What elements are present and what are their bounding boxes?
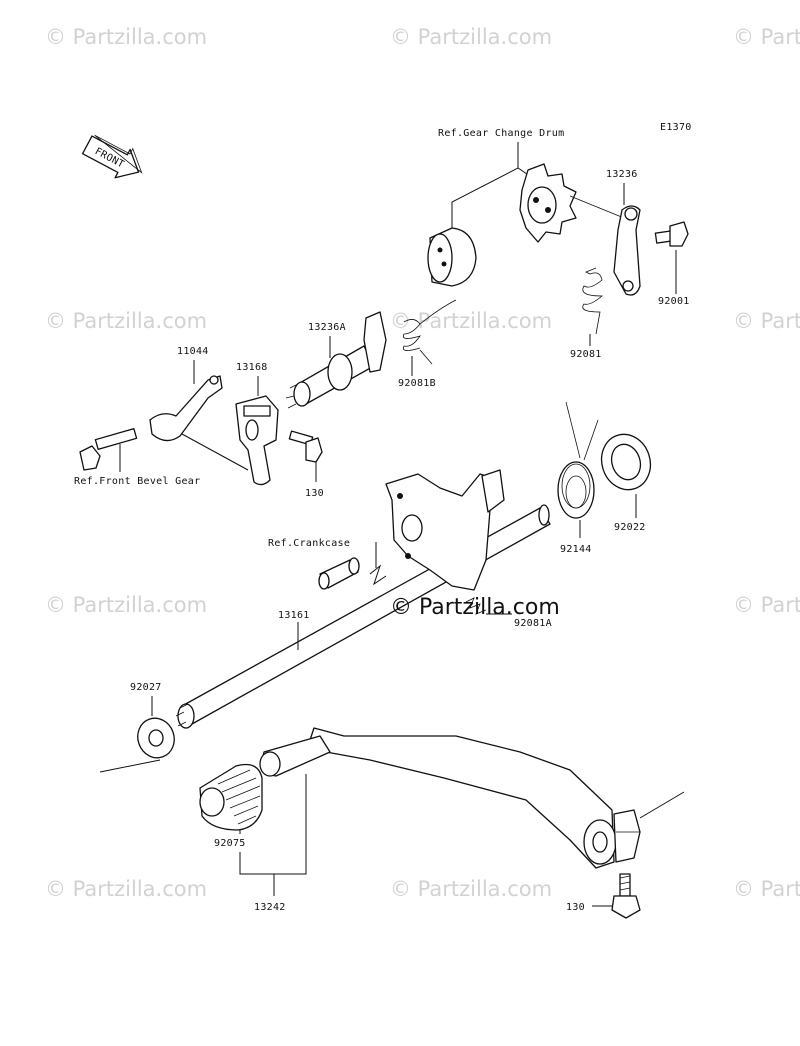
ref-crankcase-label: Ref.Crankcase <box>268 538 350 549</box>
watermark: © Partzilla.com <box>733 877 800 901</box>
leader-line <box>639 791 685 819</box>
leader-line <box>569 195 625 219</box>
part-number-92144: 92144 <box>560 544 592 555</box>
part-number-13161: 13161 <box>278 610 310 621</box>
washer-92027-part <box>137 717 175 759</box>
watermark: © Partzilla.com <box>390 25 552 49</box>
shift-shaft-13236A-part <box>285 311 387 409</box>
part-number-130-upper: 130 <box>305 488 324 499</box>
watermark: © Partzilla.com <box>733 25 800 49</box>
pedal-rubber-92075-part <box>199 763 263 831</box>
spring-92081-part <box>582 267 604 335</box>
part-number-92081A: 92081A <box>514 618 552 629</box>
part-number-13168: 13168 <box>236 362 268 373</box>
part-number-13236: 13236 <box>606 169 638 180</box>
part-number-92081: 92081 <box>570 349 602 360</box>
part-number-130-lower: 130 <box>566 902 585 913</box>
part-number-13242: 13242 <box>254 902 286 913</box>
bolt-92001-part <box>654 221 689 247</box>
leader-line <box>451 142 519 230</box>
lever-11044-part <box>149 375 223 442</box>
leader-line <box>239 774 307 875</box>
leader-line <box>99 759 161 773</box>
watermark: © Partzilla.com <box>390 877 552 901</box>
part-number-92075: 92075 <box>214 838 246 849</box>
part-number-92027: 92027 <box>130 682 162 693</box>
front-arrow-icon: FRONT <box>81 134 143 179</box>
washer-92022-part <box>600 433 652 491</box>
shift-lever-clamp-13168-part <box>235 395 279 486</box>
shift-lever-part <box>613 205 641 296</box>
spring-92081A-part <box>465 597 487 615</box>
watermark: © Partzilla.com <box>45 25 207 49</box>
shift-drum-star-part <box>519 163 577 243</box>
watermark: © Partzilla.com <box>733 309 800 333</box>
bolt-130-lower-part <box>611 873 641 919</box>
shift-shaft-13161-part <box>175 469 551 729</box>
crankcase-stud-part <box>318 557 360 590</box>
ref-gear-change-drum-label: Ref.Gear Change Drum <box>438 128 564 139</box>
break-line <box>369 564 387 586</box>
bolt-front-bevel-part <box>79 428 138 471</box>
spring-92081B-part <box>402 299 457 365</box>
watermark: © Partzilla.com <box>45 593 207 617</box>
watermark: © Partzilla.com <box>733 593 800 617</box>
torsion-spring-92144-part <box>557 401 599 519</box>
shift-pedal-13242-part <box>259 727 641 869</box>
part-number-92081B: 92081B <box>398 378 436 389</box>
diagram-code: E1370 <box>660 122 692 133</box>
watermark: © Partzilla.com <box>45 877 207 901</box>
leader-line <box>181 433 249 471</box>
bolt-130-upper-part <box>288 430 323 463</box>
gear-change-drum-part <box>427 227 477 287</box>
part-number-13236A: 13236A <box>308 322 346 333</box>
part-number-92001: 92001 <box>658 296 690 307</box>
watermark-center: © Partzilla.com <box>390 595 560 620</box>
ref-front-bevel-gear-label: Ref.Front Bevel Gear <box>74 476 200 487</box>
part-number-11044: 11044 <box>177 346 209 357</box>
watermark: © Partzilla.com <box>45 309 207 333</box>
part-number-92022: 92022 <box>614 522 646 533</box>
